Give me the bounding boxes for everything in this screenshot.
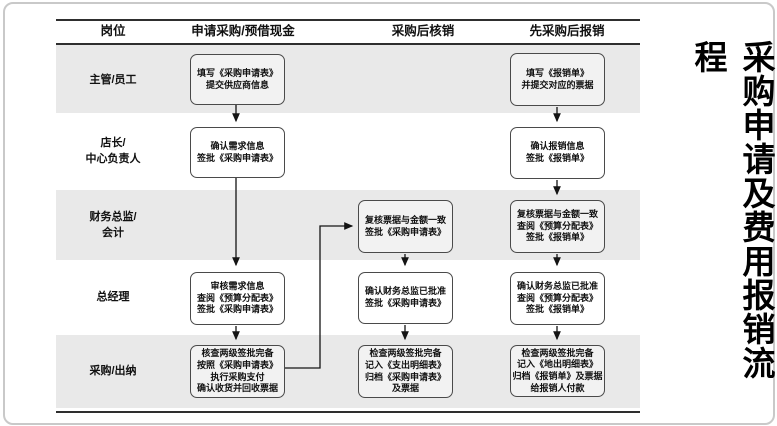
header-position: 岗位 [100, 24, 126, 38]
node-confirm-demand: 确认需求信息 签批《采购申请表》 [190, 127, 285, 178]
node-gm-confirm-budget-sign: 确认财务总监已批准 查阅《预算分配表》 签批《报销单》 [510, 272, 605, 325]
lane-label-general-manager: 总经理 [96, 291, 130, 303]
lane-label-purchasing-cashier: 采购/出纳 [89, 365, 137, 377]
node-pay-reimbursement: 检查两级签批完备 记入《地出明细表》 归档《报销单》及票据 给报销人付款 [510, 345, 605, 397]
node-verify-invoice-amount: 复核票据与金额一致 签批《采购申请表》 [358, 200, 453, 253]
outer-frame [3, 2, 775, 425]
node-execute-purchase-payment: 核查两级签批完备 按照《采购申请表》 执行采购支付 确认收货并回收票据 [190, 345, 285, 398]
node-record-expense-archive: 检查两级签批完备 记入《支出明细表》 归档《采购申请表》 及票据 [358, 345, 453, 398]
node-review-invoice-budget: 复核票据与金额一致 查阅《预算分配表》 签批《报销单》 [510, 200, 605, 253]
node-confirm-reimbursement-info: 确认报销信息 签批《报销单》 [510, 127, 605, 179]
header-col-verify: 采购后核销 [391, 24, 455, 38]
header-col-apply: 申请采购/预借现金 [191, 24, 295, 38]
node-gm-review-demand: 审核需求信息 查阅《预算分配表》 签批《采购申请表》 [190, 272, 285, 325]
header-top-rule [56, 19, 640, 21]
page-title-vertical: 采购申请及费用报销流程 [690, 40, 775, 380]
node-fill-purchase-request: 填写《采购申请表》 提交供应商信息 [190, 54, 285, 105]
node-gm-confirm-finance-approved: 确认财务总监已批准 签批《采购申请表》 [358, 272, 453, 324]
lane-label-finance-director: 财务总监/ 会计 [89, 211, 137, 239]
header-col-reimburse: 先采购后报销 [529, 24, 605, 38]
table-bottom-rule [56, 411, 640, 413]
lane-label-supervisor: 主管/员工 [89, 74, 137, 86]
lane-label-store-manager: 店长/ 中心负责人 [85, 137, 141, 165]
node-fill-reimbursement-form: 填写《报销单》 并提交对应的票据 [510, 53, 605, 106]
header-bottom-rule [56, 43, 640, 45]
